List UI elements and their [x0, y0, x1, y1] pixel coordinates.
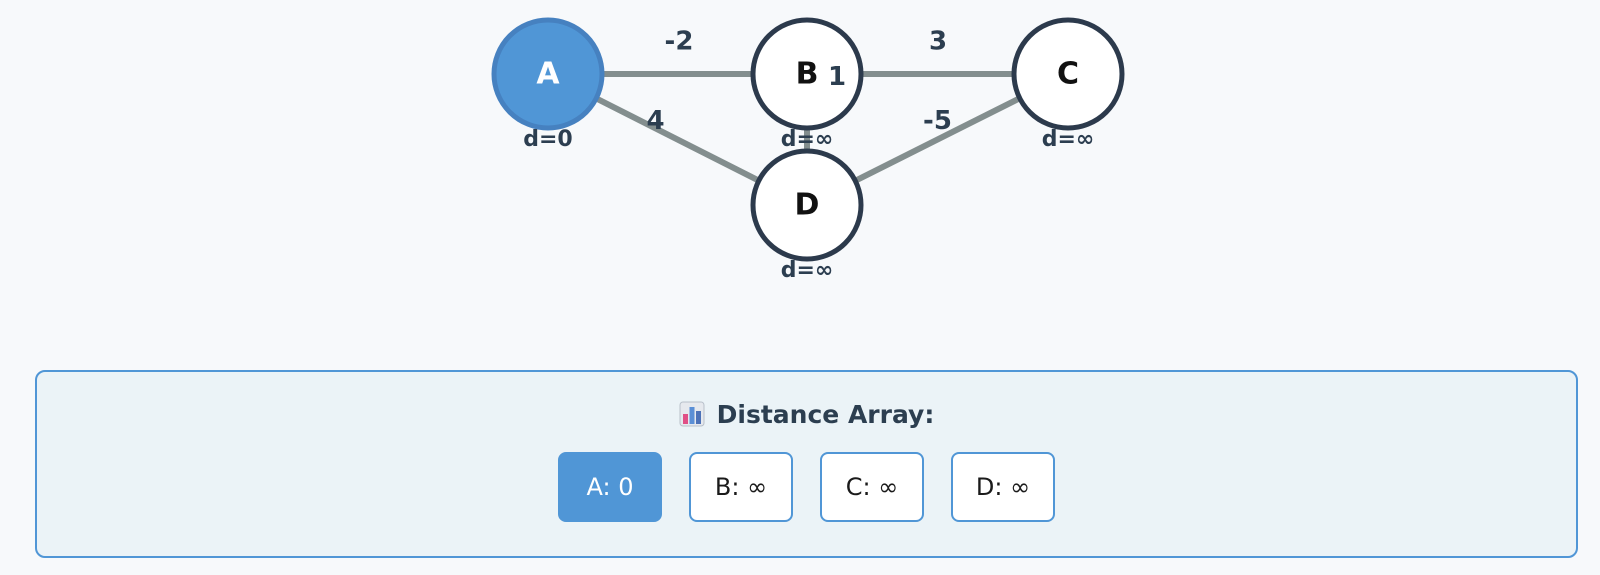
- distance-cell-a: A: 0: [558, 452, 662, 522]
- node-distance-a: d=0: [523, 127, 573, 152]
- node-circle-c[interactable]: [1011, 17, 1125, 131]
- distance-array-cells: A: 0 B: ∞ C: ∞ D: ∞: [37, 452, 1576, 522]
- node-label-c: C: [1057, 57, 1079, 92]
- node-circle-a[interactable]: [491, 17, 605, 131]
- edge-weight-a-d: 4: [646, 106, 664, 136]
- node-label-d: D: [795, 188, 820, 223]
- node-distance-b: d=∞: [781, 127, 834, 152]
- node-d[interactable]: D: [750, 148, 864, 262]
- node-b[interactable]: B: [750, 17, 864, 131]
- node-c[interactable]: C: [1011, 17, 1125, 131]
- distance-cell-d: D: ∞: [951, 452, 1055, 522]
- bar-chart-icon: [679, 401, 705, 427]
- edge-weight-b-c: 3: [929, 27, 947, 57]
- node-label-a: A: [536, 57, 560, 92]
- distance-array-panel: Distance Array: A: 0 B: ∞ C: ∞ D: ∞: [35, 370, 1578, 558]
- node-a[interactable]: A: [491, 17, 605, 131]
- distance-array-title-text: Distance Array:: [716, 400, 935, 429]
- node-distance-d: d=∞: [781, 258, 834, 283]
- edge-weight-a-b: -2: [665, 27, 694, 57]
- edge-weight-c-d: -5: [923, 106, 952, 136]
- node-circle-b[interactable]: [750, 17, 864, 131]
- node-distance-c: d=∞: [1042, 127, 1095, 152]
- distance-cell-c: C: ∞: [820, 452, 924, 522]
- edge-weight-b-d: 1: [828, 62, 846, 92]
- node-circle-d[interactable]: [750, 148, 864, 262]
- graph-diagram: A B C D -2 3 4 1 -5 d=0 d=∞ d=∞ d=∞: [491, 17, 1125, 283]
- distance-array-title: Distance Array:: [37, 400, 1576, 429]
- distance-cell-b: B: ∞: [689, 452, 793, 522]
- node-label-b: B: [796, 57, 819, 92]
